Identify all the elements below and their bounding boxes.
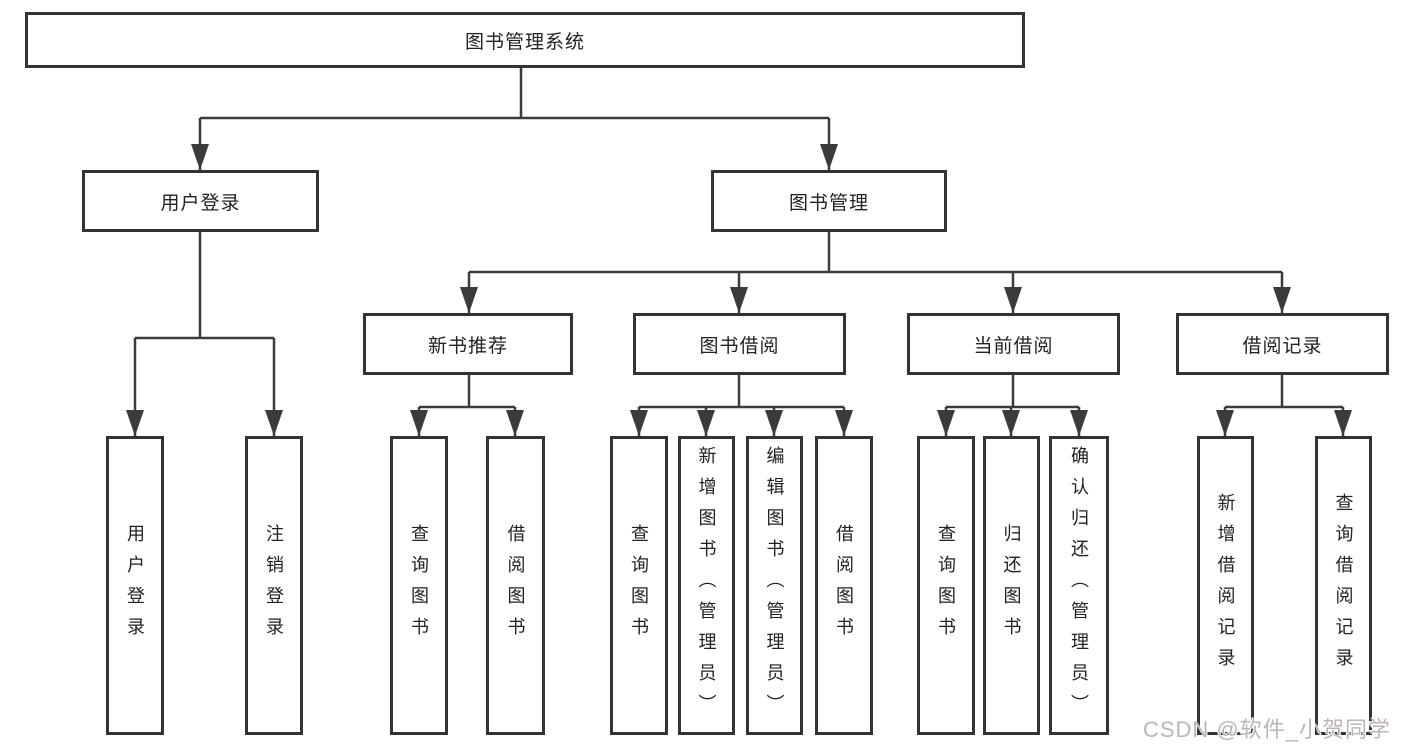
leaf-label: 确认归还（管理员） [1069,446,1089,725]
node-user-login: 用户登录 [82,170,319,232]
leaf-label: 归还图书 [1001,523,1022,648]
leaf-edit-book-admin: 编辑图书（管理员） [746,436,803,735]
leaf-borrow-books: 借阅图书 [815,436,873,735]
leaf-label: 借阅图书 [505,523,526,648]
leaf-label: 查询图书 [409,523,429,648]
leaf-label: 新增图书（管理员） [696,446,717,725]
leaf-label: 查询图书 [936,523,956,648]
leaf-query-books-current: 查询图书 [917,436,975,735]
leaf-user-login: 用户登录 [106,436,164,735]
node-book-borrowing: 图书借阅 [633,313,846,375]
leaf-label: 查询借阅记录 [1333,492,1354,679]
leaf-query-books-recommend: 查询图书 [390,436,448,735]
leaf-label: 借阅图书 [834,523,854,648]
node-library-management-system: 图书管理系统 [25,12,1025,68]
leaf-label: 注销登录 [264,523,284,648]
leaf-add-borrow-record: 新增借阅记录 [1197,436,1254,735]
node-borrowing-records: 借阅记录 [1176,313,1389,375]
leaf-query-books-borrowing: 查询图书 [610,436,668,735]
leaf-label: 用户登录 [125,523,145,648]
node-current-borrowing: 当前借阅 [907,313,1120,375]
node-book-management: 图书管理 [711,170,947,232]
leaf-return-books: 归还图书 [983,436,1040,735]
leaf-label: 编辑图书（管理员） [764,446,785,725]
leaf-query-borrow-record: 查询借阅记录 [1315,436,1372,735]
leaf-label: 查询图书 [629,523,649,648]
leaf-add-book-admin: 新增图书（管理员） [678,436,735,735]
node-new-book-recommendation: 新书推荐 [363,313,573,375]
leaf-logout: 注销登录 [245,436,303,735]
watermark: CSDN @软件_小贺同学 [1142,717,1391,742]
leaf-label: 新增借阅记录 [1215,492,1236,679]
leaf-borrow-books-recommend: 借阅图书 [486,436,545,735]
leaf-confirm-return-admin: 确认归还（管理员） [1049,436,1109,735]
